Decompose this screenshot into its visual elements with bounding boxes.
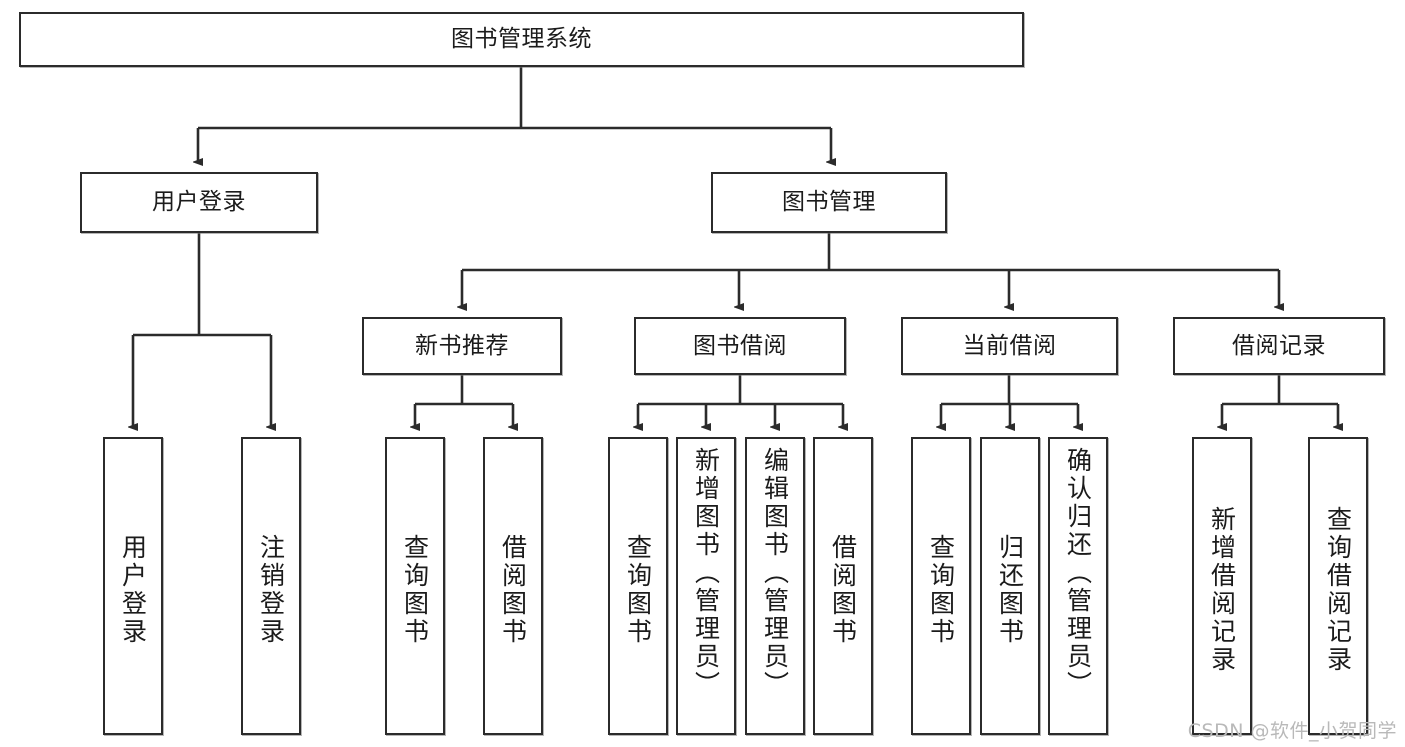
node-book-management[interactable]: 图书管理 [711, 172, 947, 233]
leaf-current-query-books[interactable]: 查询图书 [911, 437, 971, 735]
node-label: 确认归还（管理员） [1063, 447, 1093, 699]
leaf-borrow-borrow-books[interactable]: 借阅图书 [813, 437, 873, 735]
node-current-borrowing[interactable]: 当前借阅 [901, 317, 1118, 375]
node-root-book-management-system[interactable]: 图书管理系统 [19, 12, 1024, 67]
node-label: 查询图书 [926, 534, 956, 646]
leaf-record-query-borrow-record[interactable]: 查询借阅记录 [1308, 437, 1368, 735]
leaf-new-book-borrow-books[interactable]: 借阅图书 [483, 437, 543, 735]
node-label: 新增图书（管理员） [691, 447, 721, 699]
node-book-borrowing[interactable]: 图书借阅 [634, 317, 846, 375]
node-label: 图书管理系统 [451, 26, 592, 53]
node-label: 用户登录 [118, 534, 148, 646]
node-label: 注销登录 [256, 534, 286, 646]
leaf-current-return-books[interactable]: 归还图书 [980, 437, 1040, 735]
leaf-user-login-login[interactable]: 用户登录 [103, 437, 163, 735]
node-borrowing-record[interactable]: 借阅记录 [1173, 317, 1385, 375]
node-label: 借阅图书 [498, 534, 528, 646]
leaf-borrow-add-book-admin[interactable]: 新增图书（管理员） [676, 437, 736, 735]
leaf-borrow-query-books[interactable]: 查询图书 [608, 437, 668, 735]
node-new-book-recommendation[interactable]: 新书推荐 [362, 317, 562, 375]
node-label: 借阅记录 [1232, 332, 1326, 359]
node-label: 查询图书 [623, 534, 653, 646]
leaf-record-add-borrow-record[interactable]: 新增借阅记录 [1192, 437, 1252, 735]
node-label: 查询图书 [400, 534, 430, 646]
node-label: 新增借阅记录 [1207, 506, 1237, 674]
node-label: 用户登录 [152, 189, 246, 216]
node-label: 新书推荐 [415, 332, 509, 359]
node-label: 图书管理 [782, 189, 876, 216]
node-label: 查询借阅记录 [1323, 506, 1353, 674]
node-user-login[interactable]: 用户登录 [80, 172, 318, 233]
node-label: 当前借阅 [962, 332, 1057, 359]
node-label: 图书借阅 [693, 332, 787, 359]
node-label: 借阅图书 [828, 534, 858, 646]
leaf-borrow-edit-book-admin[interactable]: 编辑图书（管理员） [745, 437, 805, 735]
leaf-user-login-logout[interactable]: 注销登录 [241, 437, 301, 735]
leaf-current-confirm-return-admin[interactable]: 确认归还（管理员） [1048, 437, 1108, 735]
node-label: 归还图书 [995, 534, 1025, 646]
node-label: 编辑图书（管理员） [760, 447, 790, 699]
leaf-new-book-query-books[interactable]: 查询图书 [385, 437, 445, 735]
